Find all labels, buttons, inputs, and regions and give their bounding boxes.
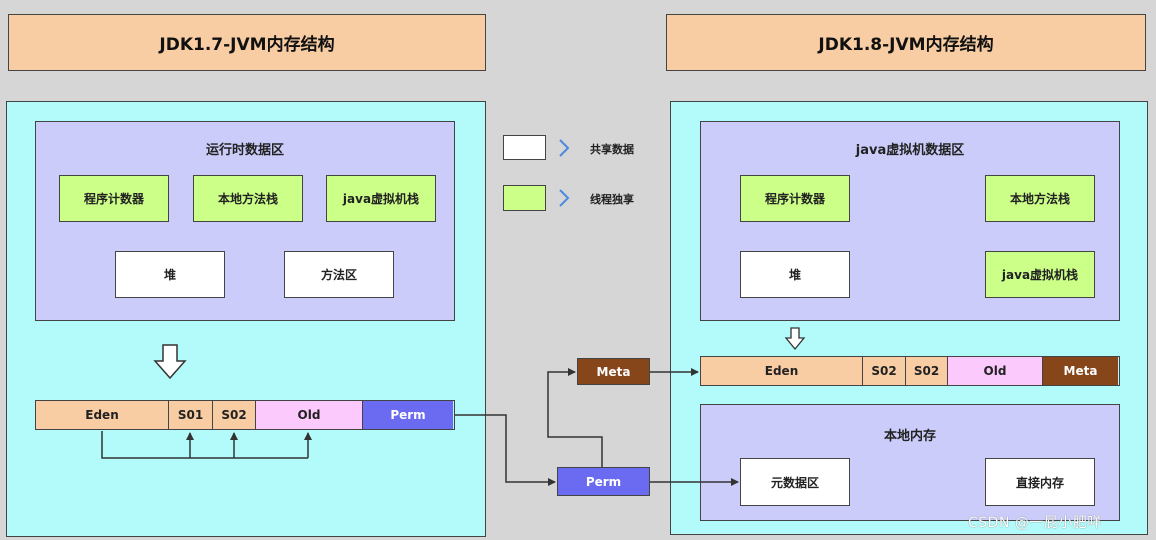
pc-register-box: 程序计数器 [740, 175, 850, 222]
pc-register-label: 程序计数器 [83, 192, 144, 206]
eden-segment: Eden [701, 357, 863, 385]
chevron-right-icon [559, 189, 570, 207]
jdk18-title: JDK1.8-JVM内存结构 [666, 14, 1146, 71]
native-memory-title: 本地内存 [883, 428, 936, 444]
jdk17-title-text: JDK1.7-JVM内存结构 [159, 35, 335, 55]
method-area-label: 方法区 [320, 268, 357, 282]
java-vm-stack-box: java虚拟机栈 [326, 175, 436, 222]
old-segment: Old [948, 357, 1043, 385]
jdk17-heap-bar: Eden S01 S02 Old Perm [35, 400, 455, 430]
heap-label: 堆 [163, 268, 176, 282]
legend-thread-private-swatch [503, 185, 546, 211]
java-vm-stack-label: java虚拟机栈 [1001, 268, 1079, 282]
jdk18-title-text: JDK1.8-JVM内存结构 [818, 35, 994, 55]
down-arrow-icon [153, 344, 187, 380]
down-arrow-icon [784, 327, 806, 351]
s02-segment: S02 [863, 357, 906, 385]
java-vm-stack-box: java虚拟机栈 [985, 251, 1095, 298]
pc-register-label: 程序计数器 [764, 192, 825, 206]
native-method-stack-box: 本地方法栈 [193, 175, 303, 222]
java-vm-stack-label: java虚拟机栈 [342, 192, 420, 206]
method-area-box: 方法区 [284, 251, 394, 298]
heap-box: 堆 [115, 251, 225, 298]
jdk17-title: JDK1.7-JVM内存结构 [8, 14, 486, 71]
eden-segment: Eden [36, 401, 169, 429]
native-method-stack-box: 本地方法栈 [985, 175, 1095, 222]
s01-segment: S01 [169, 401, 213, 429]
heap-label: 堆 [788, 268, 801, 282]
direct-memory-box: 直接内存 [985, 458, 1095, 506]
metaspace-box: 元数据区 [740, 458, 850, 506]
perm-to-meta-arrow [547, 368, 603, 467]
heap-box: 堆 [740, 251, 850, 298]
old-segment: Old [256, 401, 363, 429]
runtime-data-area-title: 运行时数据区 [205, 142, 284, 158]
chevron-right-icon [559, 139, 570, 157]
perm-label: Perm [585, 474, 622, 489]
pc-register-box: 程序计数器 [59, 175, 169, 222]
meta-box: Meta [577, 358, 650, 385]
java-vm-data-area-title: java虚拟机数据区 [855, 142, 965, 158]
legend-shared-swatch [503, 135, 546, 160]
s02-segment: S02 [213, 401, 256, 429]
s02-segment: S02 [906, 357, 948, 385]
native-method-stack-label: 本地方法栈 [1009, 192, 1070, 206]
meta-segment: Meta [1043, 357, 1118, 385]
metaspace-label: 元数据区 [770, 475, 819, 490]
watermark: CSDN @一屁小肥咩 [968, 515, 1102, 531]
meta-label: Meta [596, 364, 631, 379]
native-method-stack-label: 本地方法栈 [217, 192, 278, 206]
direct-memory-label: 直接内存 [1015, 475, 1064, 490]
legend-thread-private-label: 线程独享 [590, 193, 634, 206]
perm-box: Perm [557, 467, 650, 496]
jdk18-heap-bar: Eden S02 S02 Old Meta [700, 356, 1120, 386]
perm-segment: Perm [363, 401, 453, 429]
legend-shared-label: 共享数据 [590, 143, 634, 156]
